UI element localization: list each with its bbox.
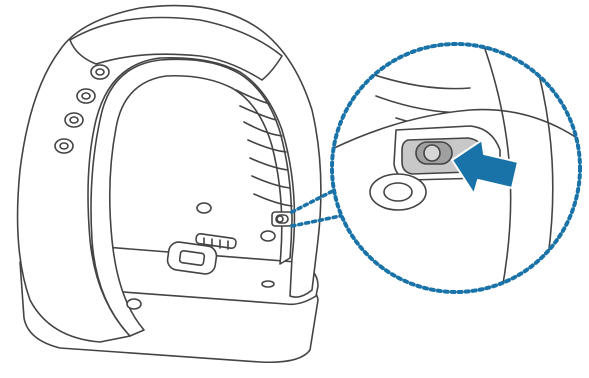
device-switch	[272, 212, 292, 226]
screw-left	[197, 203, 211, 213]
screw-right	[261, 231, 275, 241]
zoom-switch-dot	[424, 145, 440, 161]
side-port	[262, 281, 274, 287]
sensor-window	[166, 241, 217, 275]
zoom-callout	[330, 10, 580, 300]
zoom-screw-inner	[384, 183, 412, 201]
screw-bottom	[127, 299, 141, 309]
